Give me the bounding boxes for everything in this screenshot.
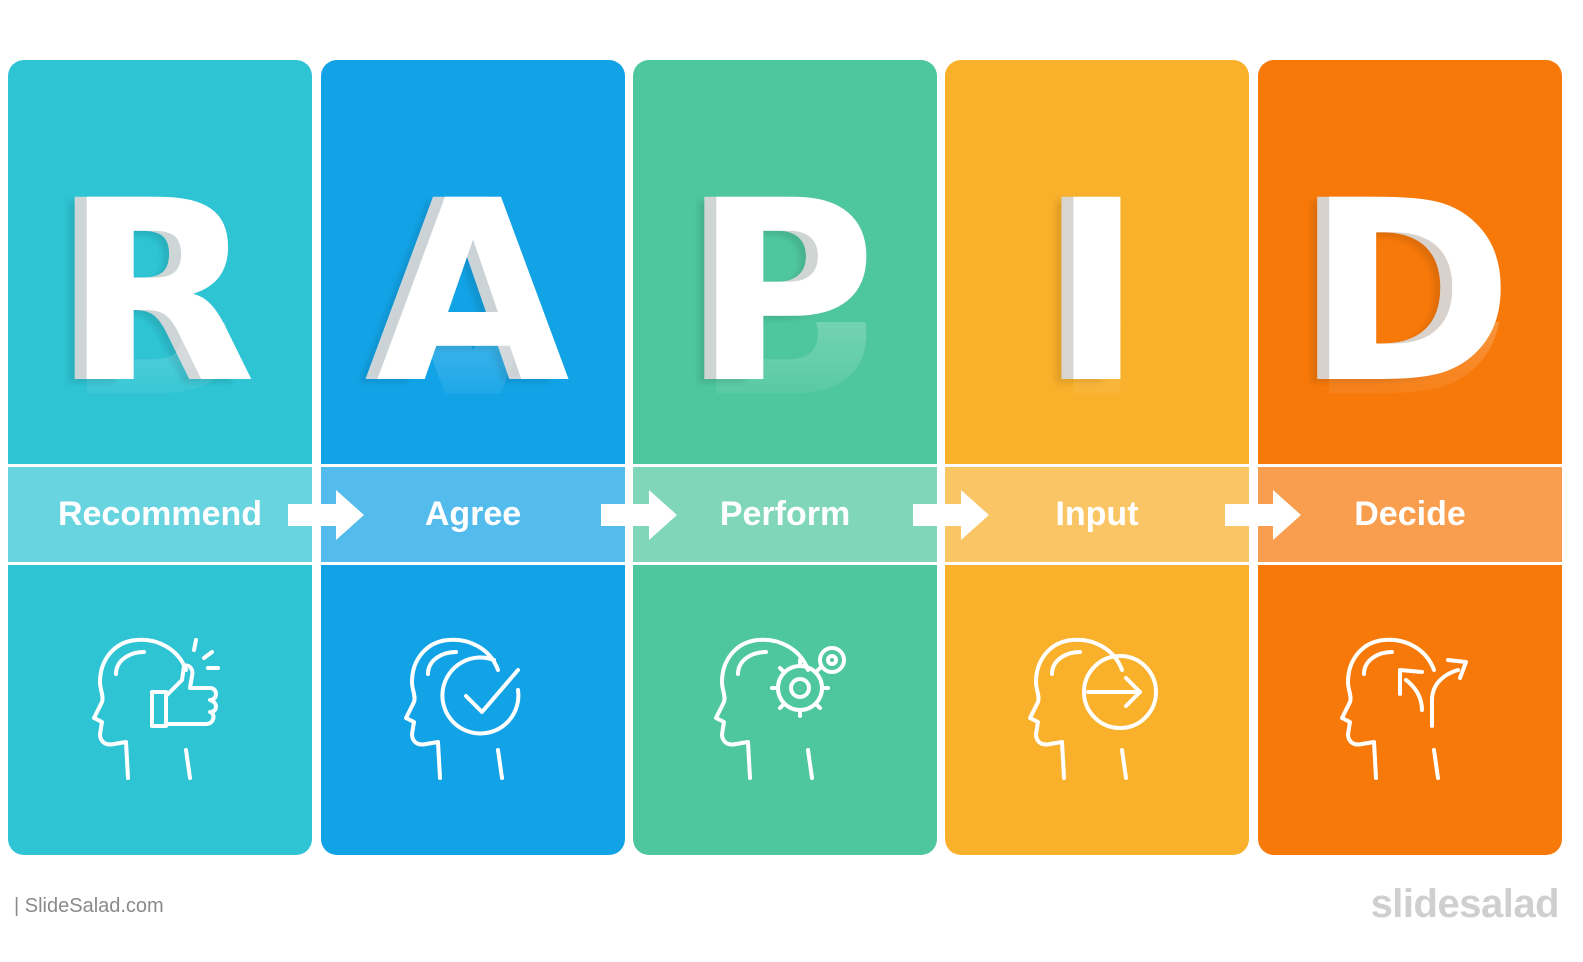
label-agree: Agree	[424, 495, 522, 533]
letter-d-reflection: D	[1258, 322, 1562, 422]
letter-i: I	[1050, 147, 1144, 438]
card-perform: P P	[633, 60, 937, 855]
brand-logo: slidesalad	[1370, 882, 1560, 926]
head-gears-icon	[714, 637, 846, 780]
label-recommend: Recommend	[57, 495, 263, 533]
label-band	[8, 464, 1562, 565]
head-check-icon	[404, 637, 521, 780]
arrow-right-icon	[601, 490, 677, 540]
label-perform: Perform	[719, 495, 851, 533]
label-input: Input	[1055, 495, 1139, 533]
letter-p: P	[693, 147, 877, 438]
letter-a-reflection: A	[321, 322, 625, 422]
head-branch-arrows-icon	[1340, 637, 1468, 780]
head-thumbs-up-icon	[92, 637, 220, 780]
letter-d: D	[1306, 147, 1514, 438]
card-recommend: R R	[8, 60, 312, 855]
letter-i-reflection: I	[945, 322, 1249, 422]
card-input: I I	[945, 60, 1249, 855]
head-arrow-in-icon	[1028, 637, 1158, 780]
letter-p-reflection: P	[633, 322, 937, 422]
card-agree: A A	[321, 60, 625, 855]
arrow-right-icon	[1225, 490, 1301, 540]
arrow-right-icon	[288, 490, 364, 540]
arrow-right-icon	[913, 490, 989, 540]
letter-r-reflection: R	[8, 322, 312, 422]
card-decide: D D	[1258, 60, 1562, 855]
label-decide: Decide	[1354, 495, 1466, 533]
letter-r: R	[63, 147, 257, 438]
source-credit: | SlideSalad.com	[14, 895, 164, 917]
letter-a: A	[376, 147, 570, 438]
